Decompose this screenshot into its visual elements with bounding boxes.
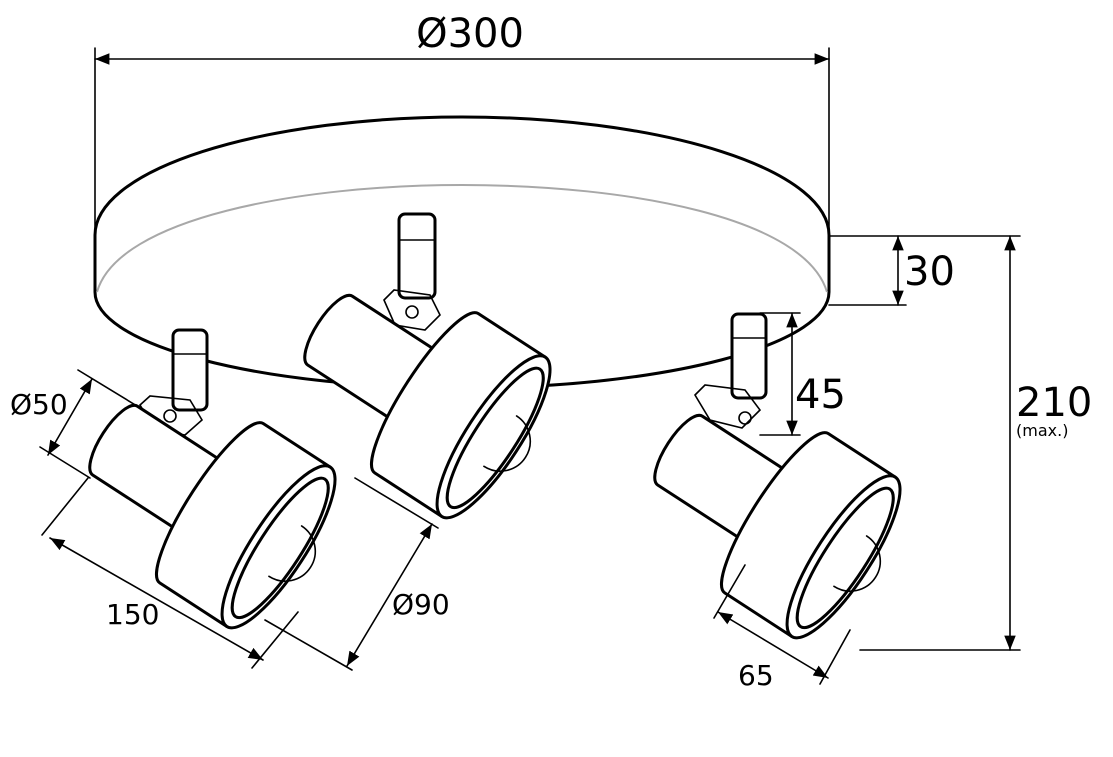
arm-height-label: 45 (795, 372, 846, 418)
shade-depth-label: 65 (738, 659, 774, 692)
spotlight-right (653, 312, 902, 640)
total-height-label: 210 (1016, 380, 1092, 426)
body-diameter-label: Ø50 (10, 388, 68, 421)
shade-diameter-label: Ø90 (392, 588, 450, 621)
spotlight-middle (303, 212, 552, 520)
total-height-note: (max.) (1016, 421, 1068, 440)
canopy (93, 115, 831, 390)
canopy-diameter-label: Ø300 (416, 11, 524, 57)
dimension-lines (39, 47, 1021, 685)
canopy-height-label: 30 (904, 249, 955, 295)
spotlight-left (88, 328, 337, 630)
canopy-hidden-edge (96, 183, 828, 293)
spot-length-label: 150 (106, 598, 159, 631)
